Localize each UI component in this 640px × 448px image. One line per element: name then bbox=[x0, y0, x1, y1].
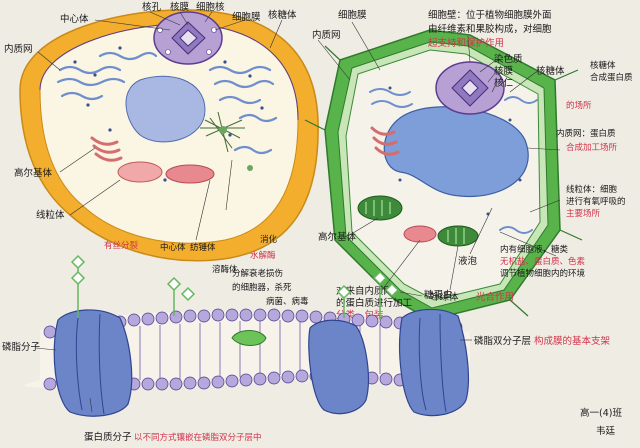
note-lysosome-d: 的细胞器，杀死 bbox=[232, 282, 292, 293]
note-protein: 以不同方式镶嵌在磷脂双分子层中 bbox=[134, 432, 262, 443]
label-protein-molecule: 蛋白质分子 bbox=[84, 431, 132, 443]
label-plant-membrane: 细胞膜 bbox=[338, 9, 367, 21]
label-nucleus-pore: 核孔 bbox=[142, 1, 162, 13]
membrane-leaders bbox=[35, 291, 472, 413]
animal-mitochondria bbox=[117, 161, 215, 184]
signature-name: 韦廷 bbox=[596, 425, 616, 437]
animal-nucleus bbox=[153, 11, 223, 65]
note-chloroplast: 光合作用 bbox=[476, 291, 514, 303]
note-lysosome-c: 分解衰老损伤 bbox=[232, 268, 283, 279]
label-plant-cell-wall-sub2: 起支持和保护作用 bbox=[428, 37, 504, 49]
note-ribo-c: 的场所 bbox=[566, 100, 592, 111]
label-plant-nuclear-envelope: 核膜 bbox=[494, 65, 514, 77]
note-er-a: 内质网：蛋白质 bbox=[556, 128, 616, 139]
plant-golgi bbox=[370, 126, 400, 156]
note-lysosome-b: 水解酶 bbox=[250, 250, 276, 261]
label-plant-golgi-note-a: 对来自内质网 bbox=[336, 285, 393, 297]
animal-er bbox=[56, 51, 278, 155]
note-vacuole-a: 内有细胞液，糖类 bbox=[500, 244, 569, 255]
label-animal-nucleus: 细胞核 bbox=[196, 1, 225, 13]
label-animal-er: 内质网 bbox=[4, 43, 33, 55]
label-plant-chloroplast: 叶绿体 bbox=[430, 291, 459, 303]
note-mito-b: 进行有氧呼吸的 bbox=[566, 196, 626, 207]
animal-centrosome bbox=[219, 126, 253, 171]
plant-plasmodesmata bbox=[304, 45, 583, 338]
label-phospholipid-bilayer: 磷脂双分子层 bbox=[474, 335, 531, 347]
plant-chloroplasts bbox=[357, 195, 479, 247]
note-ribo-a: 核糖体 bbox=[590, 60, 616, 71]
note-er-b: 合成加工场所 bbox=[566, 142, 618, 153]
note-lysosome: 溶酶体 bbox=[212, 264, 238, 275]
animal-golgi bbox=[90, 136, 123, 162]
label-glycoprotein: 糖蛋白 bbox=[424, 289, 453, 301]
label-plant-golgi: 高尔基体 bbox=[318, 231, 357, 243]
label-plant-er-top: 内质网 bbox=[312, 29, 341, 41]
note-mitosis: 有丝分裂 bbox=[104, 240, 139, 251]
label-nucleus-top: 核膜 bbox=[170, 1, 190, 13]
note-lysosome-e: 病菌、病毒 bbox=[266, 296, 309, 307]
label-animal-ribosome: 核糖体 bbox=[268, 9, 297, 21]
note-phospholipid: 构成膜的基本支架 bbox=[534, 335, 611, 347]
note-spindle: 纺锤体 bbox=[190, 242, 216, 253]
plant-leaders bbox=[317, 21, 561, 291]
plant-er bbox=[369, 88, 538, 234]
membrane-glycoproteins bbox=[70, 254, 400, 320]
label-plant-nucleolus: 核仁 bbox=[494, 77, 514, 89]
label-animal-golgi: 高尔基体 bbox=[14, 167, 53, 179]
note-mito-c: 主要场所 bbox=[566, 208, 601, 219]
label-plant-chromatin: 染色质 bbox=[494, 53, 523, 65]
animal-leaders bbox=[37, 11, 283, 241]
plant-mitochondria bbox=[403, 225, 437, 243]
note-vacuole-b: 无机盐、蛋白质、色素 bbox=[500, 256, 586, 267]
label-plant-ribosome-top: 核糖体 bbox=[536, 65, 565, 77]
animal-cell: 中心体 核孔 核膜 细胞核 细胞膜 核糖体 内质网 高尔基体 线粒体 有丝分裂 … bbox=[4, 1, 319, 307]
label-plant-cell-wall-sub1: 由纤维素和果胶构成，对细胞 bbox=[428, 23, 552, 35]
label-plant-cell-wall: 细胞壁：位于植物细胞膜外面 bbox=[428, 9, 552, 21]
note-centrosome: 中心体 bbox=[160, 242, 186, 253]
label-animal-membrane: 细胞膜 bbox=[232, 11, 261, 23]
note-lysosome-a: 消化 bbox=[260, 234, 278, 245]
animal-er-body bbox=[125, 75, 206, 143]
label-phospholipid-molecule: 磷脂分子 bbox=[2, 341, 41, 353]
label-centrosome-top: 中心体 bbox=[60, 13, 89, 25]
note-mito-a: 线粒体：细胞 bbox=[566, 184, 618, 195]
note-vacuole-c: 调节植物细胞内的环境 bbox=[500, 268, 586, 279]
label-animal-mitochondria: 线粒体 bbox=[36, 209, 65, 221]
plant-ribosomes bbox=[388, 86, 522, 216]
label-plant-golgi-note-b: 的蛋白质进行加工 bbox=[336, 297, 413, 309]
membrane-proteins bbox=[53, 308, 470, 417]
label-plant-vacuole: 液泡 bbox=[458, 255, 478, 267]
plant-cell: 细胞膜 内质网 细胞壁：位于植物细胞膜外面 由纤维素和果胶构成，对细胞 起支持和… bbox=[304, 9, 633, 338]
plant-nucleus bbox=[435, 61, 505, 115]
membrane-model: 磷脂分子 糖蛋白 磷脂双分子层 构成膜的基本支架 蛋白质分子 以不同方式镶嵌在磷… bbox=[2, 254, 611, 443]
signature-class: 高一(4)班 bbox=[580, 407, 622, 419]
note-ribo-b: 合成蛋白质 bbox=[590, 72, 633, 83]
